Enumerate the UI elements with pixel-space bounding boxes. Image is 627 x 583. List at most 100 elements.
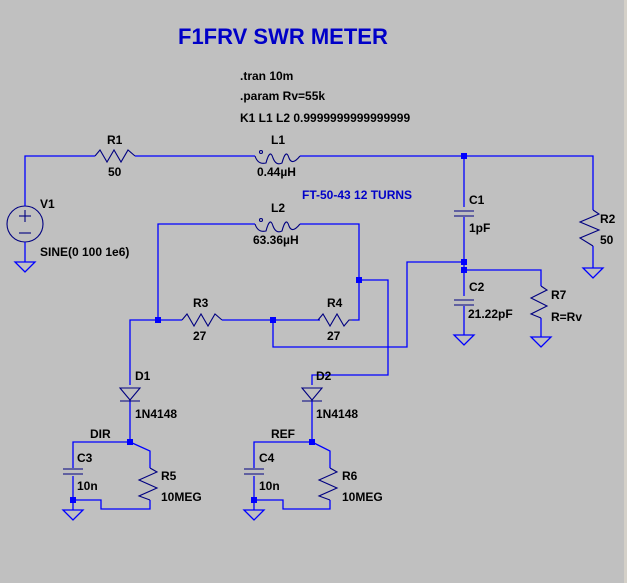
wire-l2-right[interactable] bbox=[300, 223, 360, 280]
r3-name: R3 bbox=[193, 296, 209, 310]
junction-dot bbox=[461, 259, 467, 265]
tran-directive[interactable]: .tran 10m bbox=[240, 69, 293, 83]
wire-ref-r6[interactable] bbox=[311, 441, 331, 468]
component-v1[interactable]: V1 SINE(0 100 1e6) bbox=[6, 197, 129, 259]
component-r7[interactable]: R7 R=Rv bbox=[529, 285, 582, 324]
v1-value: SINE(0 100 1e6) bbox=[40, 245, 129, 259]
ground-icon bbox=[529, 336, 553, 348]
r5-name: R5 bbox=[161, 469, 177, 483]
grounds bbox=[13, 261, 605, 521]
component-r4[interactable]: R4 27 bbox=[317, 296, 352, 343]
wire-v1-r1[interactable] bbox=[24, 155, 95, 204]
schematic-title: F1FRV SWR METER bbox=[178, 24, 388, 49]
ground-icon bbox=[581, 267, 605, 279]
l2-name: L2 bbox=[271, 201, 285, 215]
junctions bbox=[70, 153, 467, 503]
ground-icon bbox=[452, 334, 476, 346]
component-l2[interactable]: L2 63.36µH bbox=[253, 201, 301, 247]
c2-name: C2 bbox=[469, 280, 485, 294]
wire-r5-gnd[interactable] bbox=[73, 499, 151, 510]
junction-dot bbox=[356, 277, 362, 283]
r7-value: R=Rv bbox=[551, 310, 582, 324]
inductor-icon bbox=[254, 153, 301, 165]
wire-mid-to-c-node[interactable] bbox=[272, 261, 464, 348]
r5-value: 10MEG bbox=[161, 490, 202, 504]
junction-dot bbox=[461, 153, 467, 159]
component-r3[interactable]: R3 27 bbox=[181, 296, 223, 343]
core-note: FT-50-43 12 TURNS bbox=[302, 188, 412, 202]
r2-value: 50 bbox=[600, 233, 614, 247]
ground-icon bbox=[13, 261, 37, 273]
junction-dot bbox=[127, 439, 133, 445]
wire-node-r7[interactable] bbox=[464, 269, 542, 286]
r4-name: R4 bbox=[327, 296, 343, 310]
r6-value: 10MEG bbox=[342, 490, 383, 504]
diode-icon bbox=[118, 387, 142, 401]
d1-value: 1N4148 bbox=[135, 407, 177, 421]
l2-value: 63.36µH bbox=[253, 233, 299, 247]
component-d2[interactable]: D2 1N4148 bbox=[300, 369, 358, 421]
ground-icon bbox=[61, 509, 85, 521]
c3-value: 10n bbox=[77, 479, 98, 493]
resistor-icon bbox=[317, 312, 352, 328]
ground-icon bbox=[242, 509, 266, 521]
r4-value: 27 bbox=[327, 329, 341, 343]
coupling-directive[interactable]: K1 L1 L2 0.9999999999999999 bbox=[240, 111, 410, 125]
wire-l2-left[interactable] bbox=[157, 223, 255, 320]
component-c3[interactable]: C3 10n bbox=[63, 451, 98, 493]
component-d1[interactable]: D1 1N4148 bbox=[118, 369, 177, 421]
r6-name: R6 bbox=[342, 469, 358, 483]
wire-ref-c4[interactable] bbox=[253, 441, 312, 468]
wire-l1-r2[interactable] bbox=[300, 155, 594, 210]
resistor-icon bbox=[94, 148, 136, 164]
junction-dot bbox=[251, 497, 257, 503]
junction-dot bbox=[309, 439, 315, 445]
wire-to-d2[interactable] bbox=[311, 279, 389, 385]
l1-name: L1 bbox=[271, 133, 285, 147]
window-edge bbox=[624, 0, 627, 583]
component-l1[interactable]: L1 0.44µH bbox=[254, 133, 301, 179]
c1-name: C1 bbox=[469, 193, 485, 207]
resistor-icon bbox=[181, 312, 223, 328]
d1-name: D1 bbox=[135, 369, 151, 383]
r3-value: 27 bbox=[193, 329, 207, 343]
component-c4[interactable]: C4 10n bbox=[244, 451, 280, 493]
c2-value: 21.22pF bbox=[468, 307, 513, 321]
wire-r6-gnd[interactable] bbox=[254, 499, 331, 510]
component-r5[interactable]: R5 10MEG bbox=[137, 467, 202, 504]
inductor-icon bbox=[254, 221, 301, 233]
diode-icon bbox=[300, 387, 324, 401]
wires bbox=[24, 155, 594, 510]
junction-dot bbox=[270, 317, 276, 323]
d2-value: 1N4148 bbox=[316, 407, 358, 421]
component-r1[interactable]: R1 50 bbox=[94, 133, 136, 179]
component-r2[interactable]: R2 50 bbox=[578, 209, 616, 247]
l1-value: 0.44µH bbox=[257, 165, 296, 179]
resistor-icon bbox=[137, 467, 159, 501]
junction-dot bbox=[70, 497, 76, 503]
component-r6[interactable]: R6 10MEG bbox=[317, 467, 383, 504]
component-c2[interactable]: C2 21.22pF bbox=[454, 280, 513, 321]
param-directive[interactable]: .param Rv=55k bbox=[240, 89, 325, 103]
c4-name: C4 bbox=[259, 451, 275, 465]
wire-to-d1[interactable] bbox=[129, 319, 158, 385]
resistor-icon bbox=[317, 467, 339, 501]
wire-dir-r5[interactable] bbox=[129, 441, 151, 468]
r2-name: R2 bbox=[600, 212, 616, 226]
c1-value: 1pF bbox=[469, 221, 490, 235]
component-c1[interactable]: C1 1pF bbox=[454, 193, 490, 235]
v1-name: V1 bbox=[40, 197, 55, 211]
resistor-icon bbox=[529, 285, 549, 319]
junction-dot bbox=[461, 267, 467, 273]
r1-name: R1 bbox=[107, 133, 123, 147]
c3-name: C3 bbox=[77, 451, 93, 465]
c4-value: 10n bbox=[259, 479, 280, 493]
resistor-icon bbox=[578, 209, 601, 247]
r1-value: 50 bbox=[108, 165, 122, 179]
net-label-ref[interactable]: REF bbox=[271, 427, 295, 441]
wire-r4-node[interactable] bbox=[352, 280, 360, 321]
wire-dir-c3[interactable] bbox=[72, 441, 130, 468]
net-label-dir[interactable]: DIR bbox=[90, 427, 111, 441]
junction-dot bbox=[155, 317, 161, 323]
